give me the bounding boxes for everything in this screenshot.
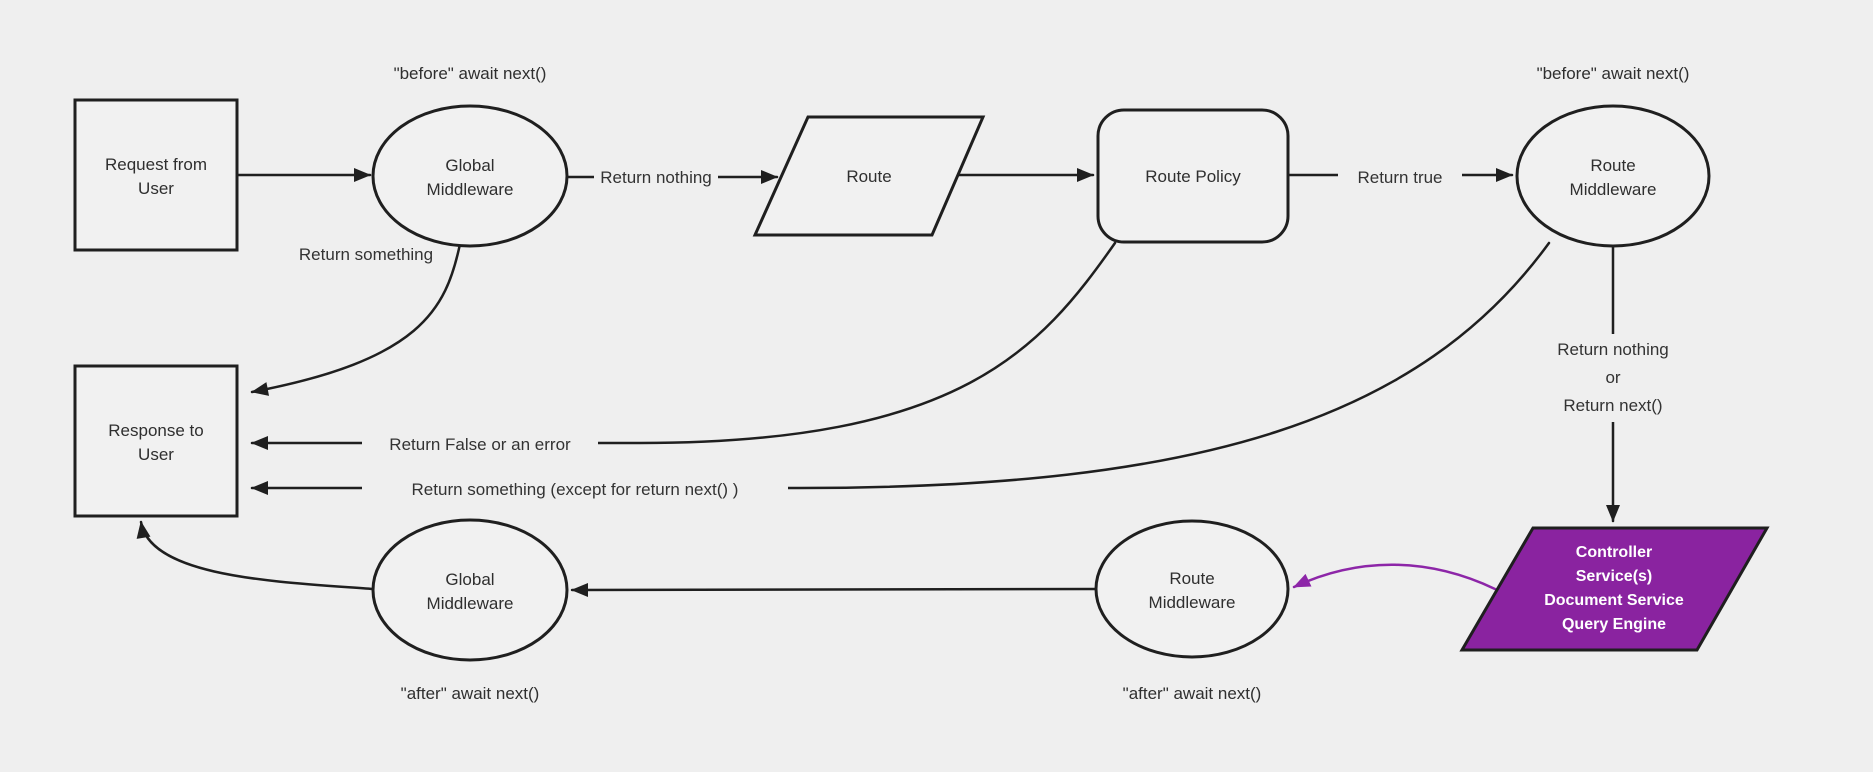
node-label: Route Policy <box>1145 167 1241 186</box>
node-label-line2: Middleware <box>1570 180 1657 199</box>
annotation-before-await-global: "before" await next() <box>394 64 547 83</box>
controller-parallelogram <box>1459 526 1770 652</box>
edge-label-return-false-or-error: Return False or an error <box>362 429 598 457</box>
node-label-line2: Service(s) <box>1576 568 1653 585</box>
node-label-line1: Response to <box>108 421 203 440</box>
node-global-middleware-top: Global Middleware <box>371 104 569 248</box>
node-route: Route <box>752 115 986 237</box>
node-label-line2: Middleware <box>427 594 514 613</box>
edge-label-text: Return true <box>1357 168 1442 187</box>
edge-label-return-nothing: Return nothing <box>594 162 718 190</box>
edge-global-middleware-return-something-to-response <box>250 242 462 396</box>
edge-label-return-true: Return true <box>1338 162 1462 190</box>
node-label-line1: Route <box>1169 569 1214 588</box>
edge-route-policy-return-false-to-response <box>250 241 1117 450</box>
node-label-line2: Middleware <box>1149 593 1236 612</box>
node-label-line2: Middleware <box>427 180 514 199</box>
edge-label-text: Return something (except for return next… <box>412 480 739 499</box>
edge-label-text: Return False or an error <box>389 435 571 454</box>
edge-label-return-nothing-or-next: Return nothing or Return next() <box>1538 334 1688 422</box>
node-label-line3: Document Service <box>1544 592 1684 609</box>
node-request-from-user: Request from User <box>73 98 239 252</box>
edge-controller-to-route-middleware-bottom <box>1292 563 1497 591</box>
node-response-to-user: Response to User <box>73 364 239 518</box>
edge-route-middleware-bottom-to-global-middleware-bottom <box>570 582 1099 597</box>
annotation-after-await-route: "after" await next() <box>1123 684 1262 703</box>
node-label: Route <box>846 167 891 186</box>
edge-route-middleware-return-something-to-response <box>250 241 1551 495</box>
annotation-before-await-route: "before" await next() <box>1537 64 1690 83</box>
node-label-line2: User <box>138 445 174 464</box>
edge-label-text-line2: or <box>1605 368 1620 387</box>
node-label-line1: Route <box>1590 156 1635 175</box>
node-route-middleware-bottom: Route Middleware <box>1094 519 1290 659</box>
node-global-middleware-bottom: Global Middleware <box>371 518 569 662</box>
annotation-after-await-global: "after" await next() <box>401 684 540 703</box>
node-label-line1: Controller <box>1576 544 1652 561</box>
node-label-line4: Query Engine <box>1562 616 1666 633</box>
node-controller-services: Controller Service(s) Document Service Q… <box>1459 526 1770 652</box>
node-route-policy: Route Policy <box>1096 108 1290 244</box>
node-route-middleware-top: Route Middleware <box>1515 104 1711 248</box>
node-label-line1: Request from <box>105 155 207 174</box>
edge-label-text: Return nothing <box>600 168 712 187</box>
edge-label-text-line3: Return next() <box>1563 396 1662 415</box>
node-label-line2: User <box>138 179 174 198</box>
edge-label-return-something-except: Return something (except for return next… <box>362 474 788 502</box>
edge-label-return-something: Return something <box>282 240 450 268</box>
edge-global-middleware-bottom-to-response <box>136 520 375 591</box>
node-label-line1: Global <box>445 570 494 589</box>
edge-label-text: Return something <box>299 245 433 264</box>
node-label-line1: Global <box>445 156 494 175</box>
edge-label-text-line1: Return nothing <box>1557 340 1669 359</box>
